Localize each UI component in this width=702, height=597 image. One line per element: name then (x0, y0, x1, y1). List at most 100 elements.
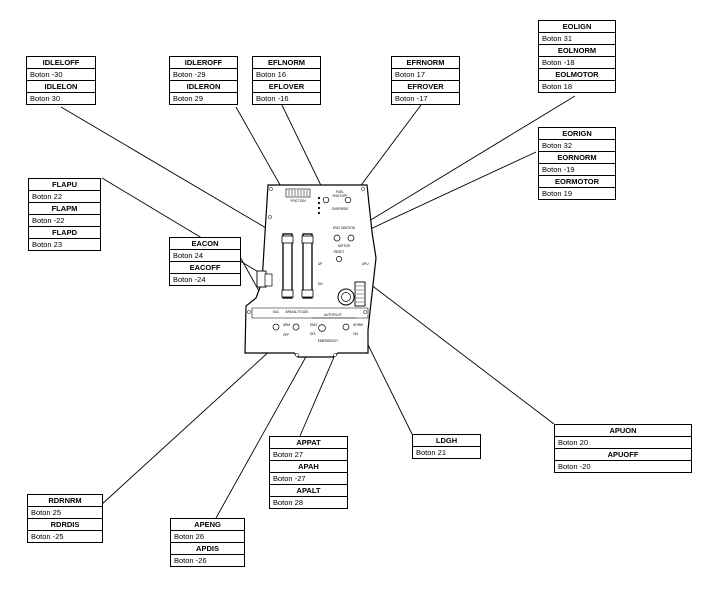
off-label: OFF (283, 333, 289, 337)
friction-label: FRICTION (290, 199, 306, 203)
callout-heading: APAH (270, 461, 347, 473)
callout-value: Boton 26 (171, 531, 244, 543)
norm-label: NORM (353, 323, 363, 327)
idle-right-knob (301, 235, 314, 244)
callout-value: Boton -27 (270, 473, 347, 485)
callout-heading: EOLIGN (539, 21, 615, 33)
callout-value: Boton 30 (30, 94, 61, 103)
callout-value: Boton 31 (539, 33, 615, 45)
fuel-label: FUEL (336, 190, 344, 194)
callout-value: Boton 16 (253, 69, 320, 81)
idle-left-knob (281, 235, 294, 244)
landing-gear-ribs (356, 285, 364, 303)
callout-value: Boton 19 (542, 189, 573, 198)
callout-value: Boton 32 (539, 140, 615, 152)
callout-value: Boton 18 (542, 82, 573, 91)
callout-value: Boton -18 (539, 57, 615, 69)
flap-lever-handle (256, 270, 267, 288)
callout-heading: RDRDIS (28, 519, 102, 531)
callout-heading: APDIS (171, 543, 244, 555)
callout-heading: EORIGN (539, 128, 615, 140)
screw (361, 187, 365, 191)
screw (268, 215, 272, 219)
idle-right-foot (301, 289, 314, 298)
screw (247, 310, 251, 314)
idle-left-foot (281, 289, 294, 298)
leader-line (100, 326, 297, 506)
callout-value: Boton -19 (539, 164, 615, 176)
callout-heading: EOLNORM (539, 45, 615, 57)
callout-heading: IDLELON (27, 81, 95, 93)
callout-heading: APUON (555, 425, 691, 437)
eng-ign-left-switch (333, 234, 341, 242)
callout-heading: IDLEROFF (170, 57, 237, 69)
callout-value: Boton 21 (416, 448, 447, 457)
leader-line (350, 151, 537, 239)
leader-line (340, 95, 576, 239)
callout-value: Boton -26 (174, 556, 207, 565)
lower-subpanel (251, 307, 369, 319)
eac-label: EAC (273, 310, 280, 314)
screw (363, 310, 367, 314)
callout-value: Boton -20 (558, 462, 591, 471)
screw (333, 353, 337, 357)
callout-heading: EFRNORM (392, 57, 459, 69)
fuel-left-switch (322, 196, 330, 204)
callout-value: Boton -16 (256, 94, 289, 103)
arm-altitude-label: ARM ALTITUDE (286, 310, 309, 314)
callout-value: Boton 24 (170, 250, 240, 262)
eng-label: ENG (310, 323, 317, 327)
motor-label: MOTOR (338, 244, 351, 248)
callout-value: Boton -17 (395, 94, 428, 103)
callout-heading: FLAPM (29, 203, 100, 215)
callout-heading: FLAPD (29, 227, 100, 239)
callout-heading: APPAT (270, 437, 347, 449)
friction-grip-ribs (288, 190, 308, 196)
dis-label: DIS (310, 332, 315, 336)
callout-value: Boton 23 (32, 240, 63, 249)
apu-label: APU (362, 262, 369, 266)
screw (295, 353, 299, 357)
eng-ign-right-switch (347, 234, 355, 242)
reset-switch (336, 256, 342, 262)
callout-value: Boton 22 (29, 191, 100, 203)
flap-lever-base (264, 273, 273, 287)
leader-line (101, 177, 271, 280)
fuel-right-switch (344, 196, 352, 204)
callout-value: Boton -22 (29, 215, 100, 227)
callout-value: Boton -25 (31, 532, 64, 541)
callout-heading: EFLNORM (253, 57, 320, 69)
apu-knob-inner (341, 292, 351, 302)
leader-line (215, 327, 323, 519)
callout-heading: EORMOTOR (539, 176, 615, 188)
idle-right-lever-slot (302, 233, 313, 299)
callout-heading: APALT (270, 485, 347, 497)
callout-heading: APENG (171, 519, 244, 531)
callout-heading: FLAPU (29, 179, 100, 191)
leader-line (349, 100, 425, 201)
callout-value: Boton -30 (27, 69, 95, 81)
indicator-dots (317, 196, 321, 215)
arm-label: ARM (283, 323, 290, 327)
override-label: OVERRIDE (332, 207, 349, 211)
callout-value: Boton 28 (273, 498, 304, 507)
callout-heading: EACON (170, 238, 240, 250)
leader-line (279, 100, 329, 201)
callout-value: Boton 20 (555, 437, 691, 449)
eac-switch (272, 323, 280, 331)
emergency-label: EMERGENCY (318, 339, 339, 343)
callout-heading: EFLOVER (253, 81, 320, 93)
callout-heading: EORNORM (539, 152, 615, 164)
callout-value: Boton 29 (173, 94, 204, 103)
callout-value: Boton -24 (173, 275, 206, 284)
